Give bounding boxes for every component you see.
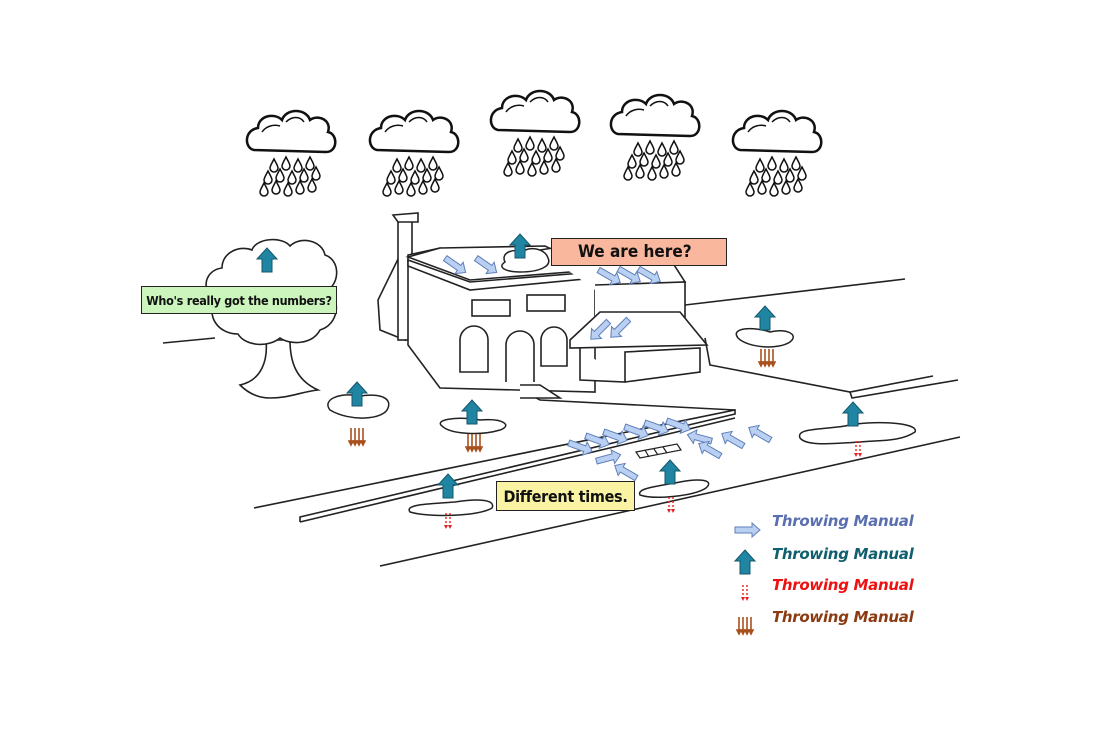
evaporation-arrow [437, 473, 459, 499]
rain-drop [659, 164, 669, 179]
rain-drop [749, 170, 759, 185]
teal-up-arrow-icon [734, 549, 756, 575]
rain-drop [283, 182, 293, 197]
evaporation-arrow [754, 305, 776, 331]
storm-drain [635, 443, 682, 459]
rain-drop [428, 156, 438, 171]
rain-drop [651, 154, 661, 169]
light-blue-flow-arrow-icon [734, 522, 761, 538]
rain-drop [767, 156, 777, 171]
rain-drop [657, 142, 667, 157]
infiltration-arrow [758, 348, 776, 367]
seepage-arrow [853, 440, 863, 458]
rain-drop [627, 154, 637, 169]
legend-label: Throwing Manual [772, 576, 914, 594]
rain-drop [531, 150, 541, 165]
rain-drop [755, 158, 765, 173]
rain-drop [549, 136, 559, 151]
legend-icons [734, 522, 761, 635]
runoff-arrow [744, 420, 775, 447]
brown-down-arrows-icon [736, 616, 754, 635]
rain-drop [527, 162, 537, 177]
rain-drop [513, 138, 523, 153]
rain-drop [773, 170, 783, 185]
rain-drop [793, 178, 803, 193]
callout-street: Different times. [496, 481, 635, 511]
red-dotted-down-arrows-icon [740, 584, 750, 602]
rain-cloud [731, 109, 823, 154]
rain-drop [669, 140, 679, 155]
rain-drop [392, 158, 402, 173]
callout-roof: We are here? [551, 238, 727, 266]
rain-drop [515, 160, 525, 175]
legend-label: Throwing Manual [772, 512, 914, 530]
house [377, 212, 709, 399]
rain-drops [259, 136, 807, 197]
rain-drop [781, 180, 791, 195]
runoff-arrow [663, 413, 694, 437]
rain-drop [430, 178, 440, 193]
rain-drop [263, 170, 273, 185]
rain-drop [633, 142, 643, 157]
rain-drop [525, 136, 535, 151]
rain-clouds [245, 89, 823, 154]
rain-drop [287, 170, 297, 185]
rain-cloud [245, 109, 337, 154]
evaporation-arrow [842, 401, 864, 427]
rain-drop [791, 156, 801, 171]
rain-cloud [489, 89, 581, 134]
rain-drop [307, 178, 317, 193]
rain-cloud [609, 93, 701, 138]
rain-drop [418, 180, 428, 195]
rain-drop [551, 158, 561, 173]
evaporation-arrow [659, 459, 681, 485]
rain-drop [305, 156, 315, 171]
rain-drop [769, 182, 779, 197]
legend-label: Throwing Manual [772, 545, 914, 563]
rain-drop [404, 156, 414, 171]
rain-drop [623, 166, 633, 181]
rain-drop [259, 182, 269, 197]
rain-drop [507, 150, 517, 165]
rain-drop [382, 182, 392, 197]
callout-tree: Who's really got the numbers? [141, 286, 337, 314]
ground-puddles [327, 327, 916, 517]
infiltration-arrow [348, 427, 366, 446]
rain-drop [647, 166, 657, 181]
rain-drop [645, 140, 655, 155]
rain-drop [410, 170, 420, 185]
rain-cloud [368, 109, 460, 154]
rain-drop [295, 180, 305, 195]
rain-drop [269, 158, 279, 173]
rain-drop [537, 138, 547, 153]
seepage-arrow [666, 496, 676, 514]
rain-drop [394, 180, 404, 195]
legend-label: Throwing Manual [772, 608, 914, 626]
rain-drop [779, 158, 789, 173]
rain-drop [757, 180, 767, 195]
rain-drop [293, 158, 303, 173]
rain-drop [635, 164, 645, 179]
rain-drop [745, 182, 755, 197]
rain-drop [503, 162, 513, 177]
rain-drop [271, 180, 281, 195]
rain-drop [406, 182, 416, 197]
rain-drop [416, 158, 426, 173]
runoff-arrow [717, 426, 748, 453]
rain-drop [386, 170, 396, 185]
infiltration-arrow [465, 433, 483, 452]
rain-drop [539, 160, 549, 175]
rain-drop [281, 156, 291, 171]
rain-drop [671, 162, 681, 177]
